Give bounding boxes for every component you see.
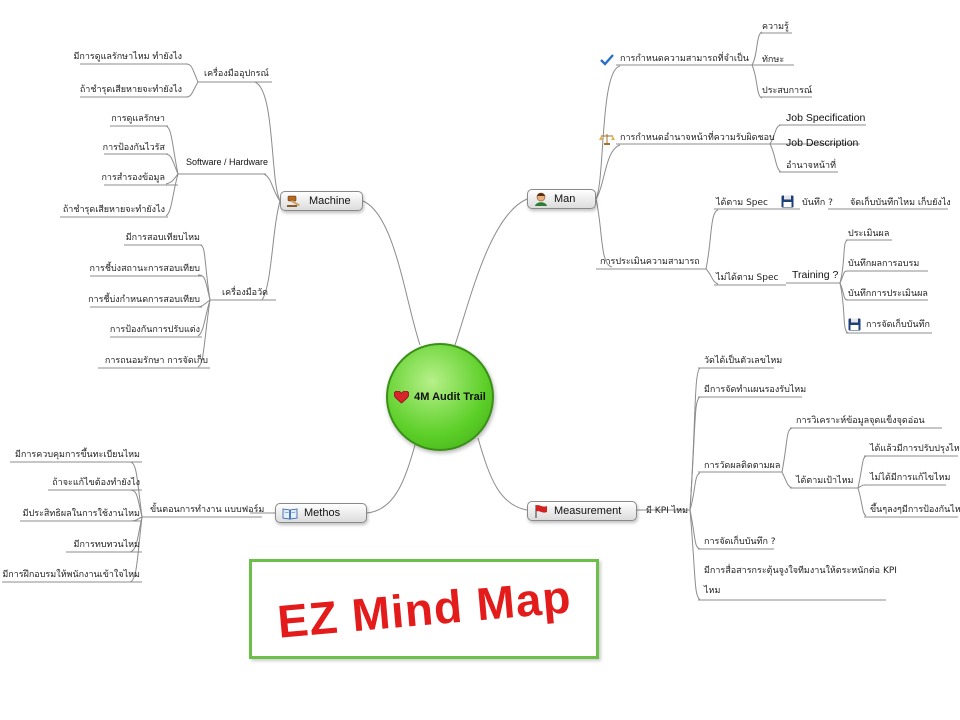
measurement-kpi[interactable]: มี KPI ไหม (646, 506, 689, 516)
training-item[interactable]: ประเมินผล (848, 229, 890, 239)
competency-item[interactable]: ความรู้ (762, 22, 789, 32)
record-store[interactable]: จัดเก็บบันทึกไหม เก็บยังไง (850, 198, 951, 208)
topic-methos[interactable]: Methos (275, 503, 367, 523)
measuring-item[interactable]: การถนอมรักษา การจัดเก็บ (104, 356, 208, 366)
pass-spec[interactable]: ได้ตาม Spec (716, 198, 768, 208)
center-node[interactable]: 4M Audit Trail (386, 343, 494, 451)
software-item[interactable]: การป้องกันไวรัส (102, 143, 165, 153)
measurement-communicate[interactable]: มีการสื่อสารกระตุ้นจูงใจทีมงานให้ตระหนัก… (704, 566, 897, 576)
measurement-communicate-cont: ไหม (704, 586, 721, 596)
topic-man[interactable]: Man (527, 189, 596, 209)
machine-software[interactable]: Software / Hardware (186, 157, 269, 167)
topic-measurement[interactable]: Measurement (527, 501, 637, 521)
man-competency[interactable]: การกำหนดความสามารถที่จำเป็น (620, 54, 749, 64)
equipment-item[interactable]: ถ้าชำรุดเสียหายจะทำยังไง (79, 85, 182, 95)
kpi-item[interactable]: มีการจัดทำแผนรองรับไหม (704, 385, 807, 395)
procedure-item[interactable]: มีการทบทวนไหม (73, 540, 140, 550)
procedure-item[interactable]: มีการฝึกอบรมให้พนักงานเข้าใจไหม (2, 570, 140, 580)
competency-item[interactable]: ประสบการณ์ (762, 86, 813, 96)
measurement-record[interactable]: การจัดเก็บบันทึก ? (704, 537, 776, 547)
machine-measuring[interactable]: เครื่องมือวัด (222, 288, 268, 298)
topic-machine-label: Machine (309, 195, 351, 207)
measurement-analysis[interactable]: การวิเคราะห์ข้อมูลจุดแข็งจุดอ่อน (796, 416, 925, 426)
procedure-item[interactable]: ถ้าจะแก้ไขต้องทำยังไง (52, 478, 140, 488)
authority-item[interactable]: Job Specification (786, 112, 866, 124)
measurement-followup[interactable]: การวัดผลติดตามผล (704, 461, 781, 471)
red-flag-icon (535, 505, 547, 518)
center-label: 4M Audit Trail (414, 391, 486, 403)
banner-text: EZ Mind Map (274, 570, 574, 648)
procedure-item[interactable]: มีประสิทธิผลในการใช้งานไหม (22, 509, 140, 519)
measurement-target[interactable]: ได้ตามเป้าไหม (796, 476, 854, 486)
record-question[interactable]: บันทึก ? (802, 198, 833, 208)
checkmark-icon (600, 54, 614, 66)
training-item[interactable]: การจัดเก็บบันทึก (866, 320, 930, 330)
topic-man-label: Man (554, 193, 576, 205)
target-item[interactable]: ไม่ได้มีการแก้ไขไหม (870, 473, 951, 483)
software-item[interactable]: การสำรองข้อมูล (101, 173, 165, 183)
competency-item[interactable]: ทักษะ (762, 55, 785, 65)
fail-spec[interactable]: ไม่ได้ตาม Spec (716, 273, 779, 283)
floppy-disk-icon (781, 195, 794, 208)
measuring-item[interactable]: มีการสอบเทียบไหม (125, 233, 200, 243)
methos-procedure[interactable]: ขั้นตอนการทำงาน แบบฟอร์ม (150, 505, 265, 515)
topic-machine[interactable]: Machine (280, 191, 363, 211)
gavel-icon (287, 195, 300, 207)
man-evaluation[interactable]: การประเมินความสามารถ (600, 257, 700, 267)
person-icon (535, 192, 547, 206)
software-item[interactable]: การดูแลรักษา (111, 114, 165, 124)
procedure-item[interactable]: มีการควบคุมการขึ้นทะเบียนไหม (14, 450, 140, 460)
topic-measurement-label: Measurement (554, 505, 622, 517)
training-item[interactable]: บันทึกการประเมินผล (848, 289, 928, 299)
man-authority[interactable]: การกำหนดอำนาจหน้าที่ความรับผิดชอบ (620, 133, 775, 143)
heart-icon (394, 390, 410, 404)
target-item[interactable]: ได้แล้วมีการปรับปรุงไหม (870, 444, 960, 454)
authority-item[interactable]: อำนาจหน้าที่ (786, 161, 837, 171)
training[interactable]: Training ? (792, 269, 839, 281)
software-item[interactable]: ถ้าชำรุดเสียหายจะทำยังไง (62, 205, 165, 215)
authority-item[interactable]: Job Description (786, 137, 859, 149)
machine-equipment[interactable]: เครื่องมืออุปกรณ์ (204, 69, 269, 79)
equipment-item[interactable]: มีการดูแลรักษาไหม ทำยังไง (73, 52, 182, 62)
target-item[interactable]: ขึ้นๆลงๆมีการป้องกันไหม (870, 505, 960, 515)
training-item[interactable]: บันทึกผลการอบรม (848, 259, 920, 269)
floppy-disk-icon (848, 318, 861, 331)
measuring-item[interactable]: การชี้บ่งกำหนดการสอบเทียบ (88, 295, 200, 305)
ez-mind-map-banner: EZ Mind Map (249, 559, 599, 659)
measuring-item[interactable]: การชี้บ่งสถานะการสอบเทียบ (89, 264, 200, 274)
kpi-item[interactable]: วัดได้เป็นตัวเลขไหม (704, 356, 783, 366)
topic-methos-label: Methos (304, 507, 341, 519)
measuring-item[interactable]: การป้องกันการปรับแต่ง (109, 325, 200, 335)
scales-icon (599, 134, 615, 145)
open-book-icon (282, 508, 298, 519)
